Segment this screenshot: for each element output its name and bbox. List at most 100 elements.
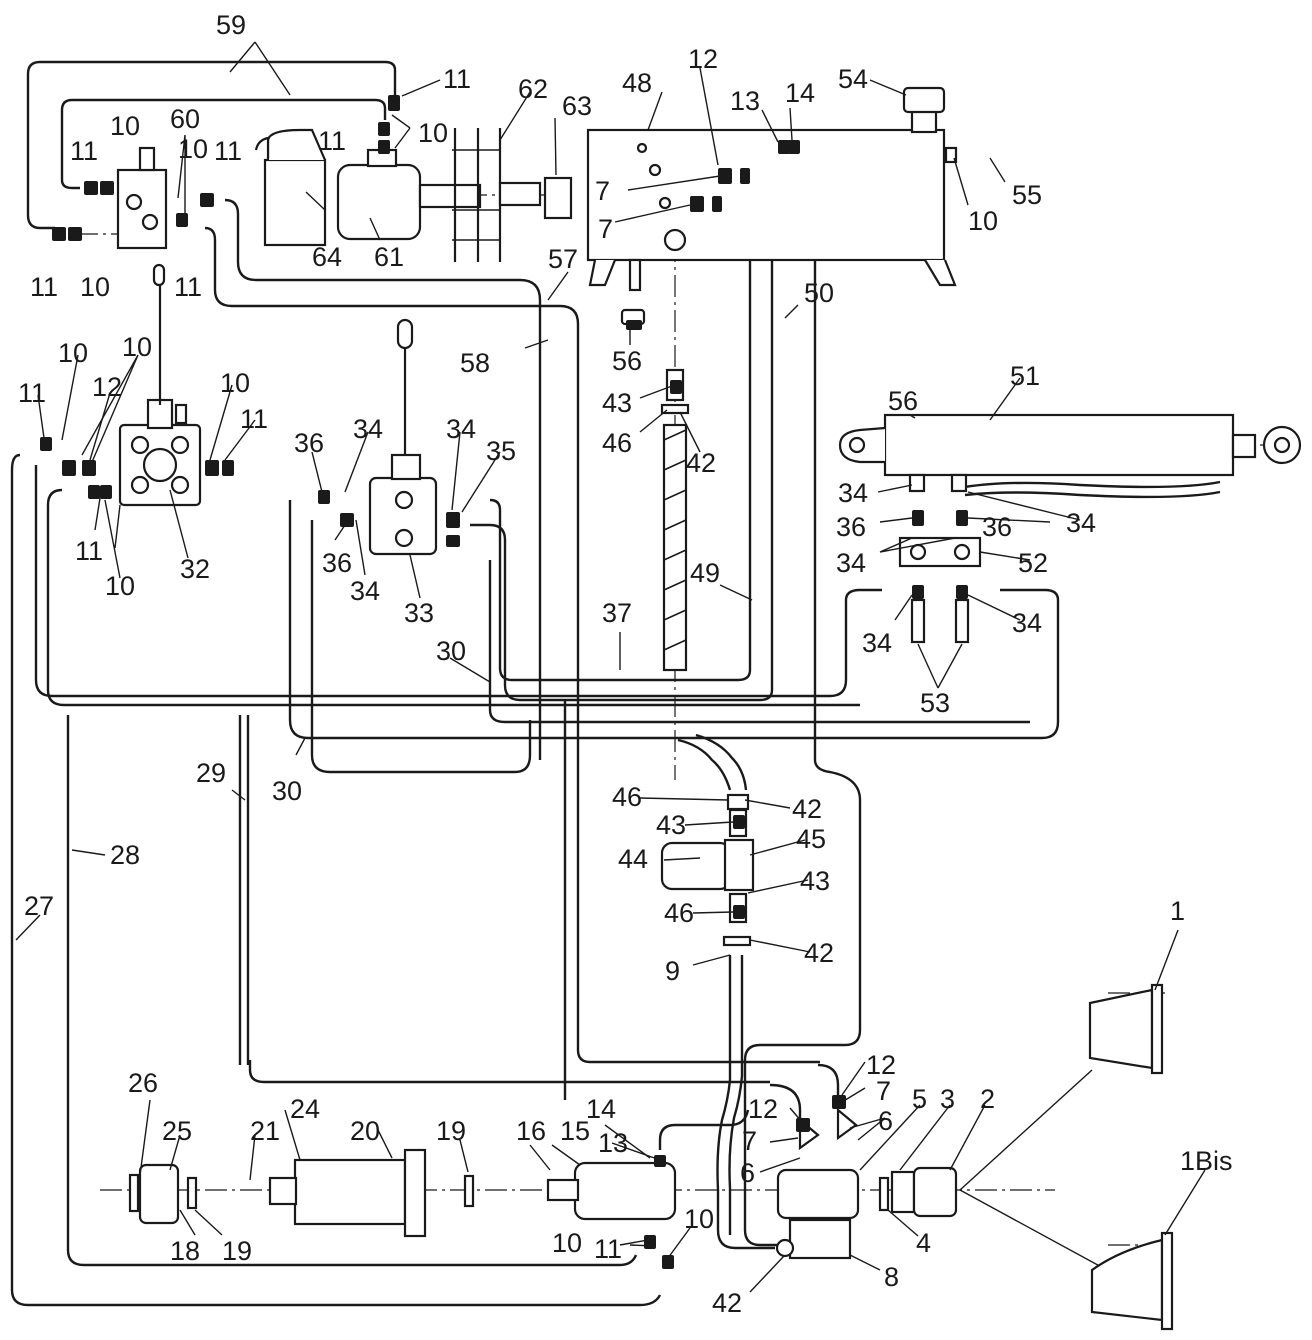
callout-11: 11 [18, 378, 46, 408]
callout-12: 12 [688, 44, 718, 74]
callout-7: 7 [876, 1076, 891, 1106]
callout-15: 15 [560, 1116, 590, 1146]
callout-42: 42 [712, 1288, 742, 1318]
callout-10: 10 [968, 206, 998, 236]
callout-61: 61 [374, 242, 404, 272]
callout-16: 16 [516, 1116, 546, 1146]
callout-57: 57 [548, 244, 578, 274]
callout-11: 11 [443, 64, 471, 94]
callout-51: 51 [1010, 361, 1040, 391]
callout-2: 2 [980, 1084, 995, 1114]
callout-62: 62 [518, 74, 548, 104]
callout-34: 34 [353, 414, 383, 444]
callout-14: 14 [785, 78, 815, 108]
callout-46: 46 [664, 898, 694, 928]
callout-48: 48 [622, 68, 652, 98]
callout-19: 19 [436, 1116, 466, 1146]
callout-36: 36 [322, 548, 352, 578]
callout-10: 10 [105, 571, 135, 601]
center-axes [76, 194, 1300, 1246]
callout-11: 11 [318, 126, 346, 156]
callout-6: 6 [878, 1106, 893, 1136]
callout-1bis: 1Bis [1180, 1146, 1233, 1176]
callout-44: 44 [618, 844, 648, 874]
callout-34: 34 [1066, 508, 1096, 538]
callout-52: 52 [1018, 548, 1048, 578]
callout-7: 7 [595, 176, 610, 206]
callout-12: 12 [92, 372, 122, 402]
callout-13: 13 [730, 86, 760, 116]
hydraulic-tank [586, 86, 958, 326]
callout-3: 3 [940, 1084, 955, 1114]
callout-42: 42 [686, 448, 716, 478]
callout-10: 10 [220, 368, 250, 398]
callout-35: 35 [486, 436, 516, 466]
callout-63: 63 [562, 91, 592, 121]
callout-42: 42 [792, 794, 822, 824]
callout-10: 10 [80, 272, 110, 302]
callout-54: 54 [838, 64, 868, 94]
callout-56: 56 [888, 386, 918, 416]
callout-45: 45 [796, 824, 826, 854]
callout-37: 37 [602, 598, 632, 628]
callout-49: 49 [690, 558, 720, 588]
fittings [40, 95, 968, 1269]
callout-10: 10 [178, 134, 208, 164]
callout-36: 36 [836, 512, 866, 542]
callout-34: 34 [838, 478, 868, 508]
callout-10: 10 [552, 1228, 582, 1258]
callout-labels: 59 11 62 63 48 12 13 14 54 60 10 10 11 1… [18, 10, 1233, 1318]
callout-20: 20 [350, 1116, 380, 1146]
callout-10: 10 [684, 1204, 714, 1234]
callout-30: 30 [436, 636, 466, 666]
callout-30: 30 [272, 776, 302, 806]
callout-6: 6 [740, 1158, 755, 1188]
callout-50: 50 [804, 278, 834, 308]
callout-58: 58 [460, 348, 490, 378]
callout-12: 12 [748, 1094, 778, 1124]
callout-43: 43 [800, 866, 830, 896]
callout-43: 43 [602, 388, 632, 418]
callout-4: 4 [916, 1228, 931, 1258]
callout-59: 59 [216, 10, 246, 40]
callout-28: 28 [110, 840, 140, 870]
callout-10: 10 [58, 338, 88, 368]
callout-18: 18 [170, 1236, 200, 1266]
callout-11: 11 [174, 272, 202, 302]
valve-block-60 [116, 146, 168, 250]
callout-1: 1 [1170, 896, 1185, 926]
callout-34: 34 [350, 576, 380, 606]
callout-53: 53 [920, 688, 950, 718]
callout-46: 46 [612, 782, 642, 812]
callout-43: 43 [656, 810, 686, 840]
callout-29: 29 [196, 758, 226, 788]
callout-7: 7 [598, 214, 613, 244]
control-valve-33 [368, 318, 438, 556]
callout-13: 13 [598, 1128, 628, 1158]
callout-19: 19 [222, 1236, 252, 1266]
callout-10: 10 [418, 118, 448, 148]
callout-5: 5 [912, 1084, 927, 1114]
callout-55: 55 [1012, 180, 1042, 210]
callout-24: 24 [290, 1094, 320, 1124]
callout-10: 10 [122, 332, 152, 362]
callout-25: 25 [162, 1116, 192, 1146]
callout-34: 34 [446, 414, 476, 444]
callout-11: 11 [214, 136, 242, 166]
callout-42: 42 [804, 938, 834, 968]
callout-14: 14 [586, 1094, 616, 1124]
callout-46: 46 [602, 428, 632, 458]
callout-11: 11 [594, 1234, 622, 1264]
callout-34: 34 [862, 628, 892, 658]
callout-34: 34 [1012, 608, 1042, 638]
callout-11: 11 [75, 536, 103, 566]
callout-34: 34 [836, 548, 866, 578]
callout-60: 60 [170, 104, 200, 134]
callout-21: 21 [250, 1116, 280, 1146]
callout-8: 8 [884, 1262, 899, 1292]
callout-56: 56 [612, 346, 642, 376]
control-valve-32 [118, 263, 202, 507]
callout-33: 33 [404, 598, 434, 628]
callout-26: 26 [128, 1068, 158, 1098]
power-unit-group [254, 128, 573, 262]
